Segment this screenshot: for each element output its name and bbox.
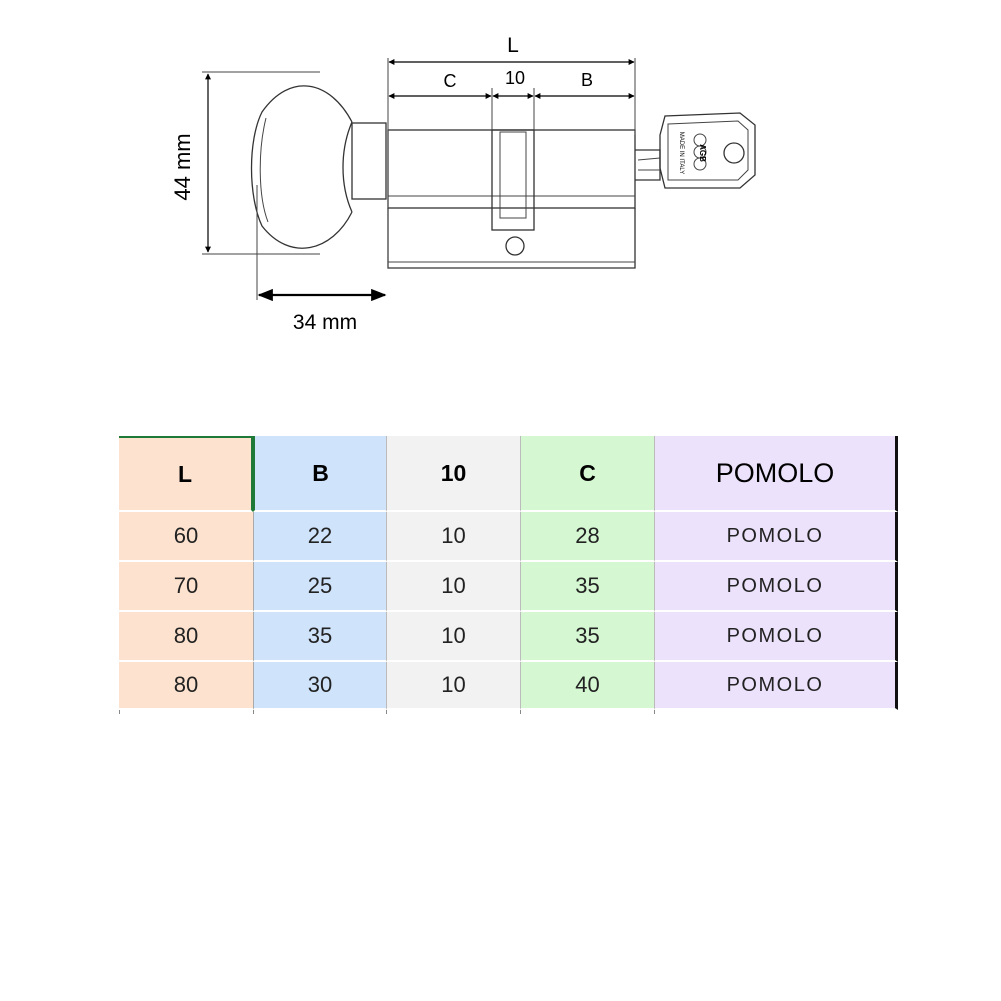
table-cell: 25: [253, 562, 386, 612]
table-bottom-edge: [520, 710, 654, 714]
table-cell: 10: [386, 562, 520, 612]
dimension-height: 44 mm: [170, 71, 320, 255]
header-L: L: [119, 436, 253, 512]
table-cell: POMOLO: [654, 612, 898, 662]
table-cell: 10: [386, 612, 520, 662]
dimension-C-10-B: C 10 B: [388, 68, 635, 130]
label-L: L: [507, 34, 519, 57]
table-cell: 70: [119, 562, 253, 612]
label-B: B: [581, 70, 593, 90]
table-cell: 10: [386, 662, 520, 710]
table-cell: 80: [119, 612, 253, 662]
key-origin-text: MADE IN ITALY: [678, 132, 684, 174]
table-bottom-edge: [253, 710, 386, 714]
cylinder-lock-diagram: AGB MADE IN ITALY L C 10 B 44 mm 34 mm: [170, 34, 756, 334]
table-cell: 40: [520, 662, 654, 710]
label-10: 10: [505, 68, 525, 88]
table-cell: POMOLO: [654, 562, 898, 612]
key-shape: AGB MADE IN ITALY: [635, 112, 756, 189]
header-pomolo: POMOLO: [654, 436, 898, 512]
header-C: C: [520, 436, 654, 512]
table-cell: 35: [520, 562, 654, 612]
table-cell: 80: [119, 662, 253, 710]
spec-table: L B 10 C POMOLO 60 22 10 28 POMOLO 70 25…: [119, 436, 898, 714]
table-cell: 28: [520, 512, 654, 562]
table-cell: 35: [520, 612, 654, 662]
table-cell: 60: [119, 512, 253, 562]
table-bottom-edge: [654, 710, 898, 714]
table-bottom-edge: [386, 710, 520, 714]
table-cell: 30: [253, 662, 386, 710]
dimension-width: 34 mm: [256, 185, 387, 334]
width-label: 34 mm: [293, 311, 357, 334]
cylinder-body: [387, 129, 636, 269]
dimension-L: L: [387, 34, 636, 268]
label-C: C: [444, 71, 457, 91]
height-label: 44 mm: [170, 133, 195, 200]
table-cell: POMOLO: [654, 662, 898, 710]
knob-shape: [250, 85, 387, 249]
key-brand-text: AGB: [698, 144, 707, 162]
header-10: 10: [386, 436, 520, 512]
table-cell: 35: [253, 612, 386, 662]
header-B: B: [253, 436, 386, 512]
table-cell: POMOLO: [654, 512, 898, 562]
table-bottom-edge: [119, 710, 253, 714]
table-cell: 22: [253, 512, 386, 562]
table-cell: 10: [386, 512, 520, 562]
